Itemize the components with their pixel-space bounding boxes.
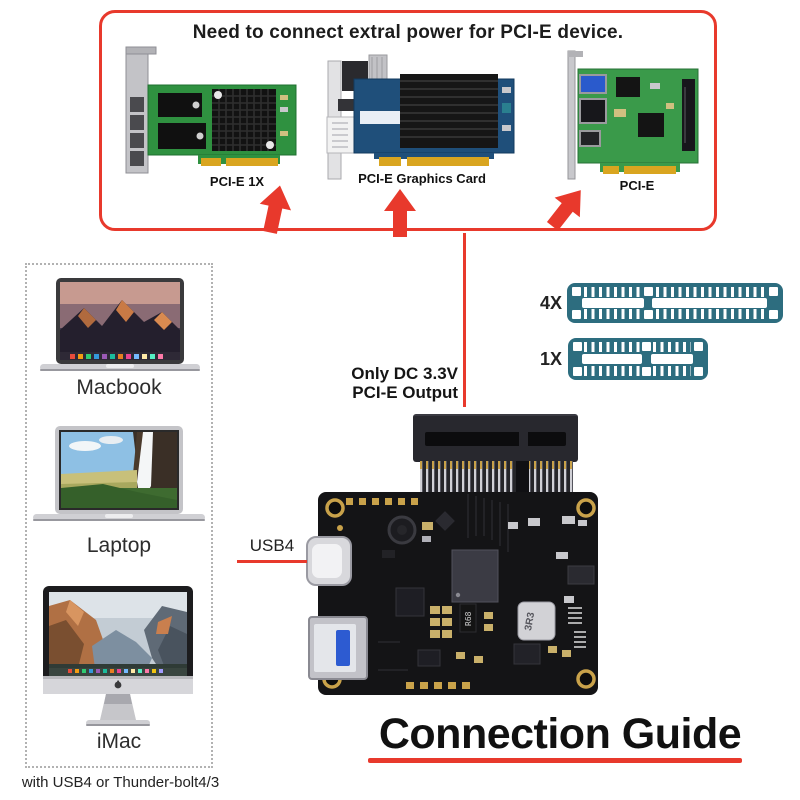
title-underline	[368, 758, 742, 763]
pcie-1x-slot-icon	[568, 338, 708, 380]
dc-output-note: Only DC 3.3V PCI-E Output	[300, 364, 458, 402]
slot-label-4x: 4X	[539, 293, 562, 313]
up-arrow-icon	[384, 189, 416, 237]
pcie-graphics-card-illustration	[326, 54, 515, 180]
card-label: PCI-E	[619, 178, 655, 193]
pcie-connector-line	[463, 233, 466, 407]
pcie-slot-pins-gold	[420, 461, 573, 469]
device-label: Laptop	[86, 534, 152, 557]
laptop-illustration	[33, 426, 205, 521]
pcie-slot-opening	[425, 432, 566, 446]
warning-title: Need to connect extral power for PCI-E d…	[192, 22, 624, 43]
dc-output-note-line1: Only DC 3.3V	[351, 364, 458, 383]
host-devices-box	[25, 263, 213, 768]
up-arrow-icon	[546, 190, 581, 231]
pcie-card-illustration	[567, 50, 699, 180]
pcie-slot-key	[519, 432, 528, 446]
usb4-port-label: USB4	[249, 536, 295, 555]
page-title: Connection Guide	[378, 710, 742, 758]
dc-output-note-line2: PCI-E Output	[352, 383, 458, 402]
apple-logo-icon	[114, 680, 122, 689]
card-label: PCI-E 1X	[209, 174, 265, 189]
macbook-illustration	[40, 278, 200, 371]
resistor-marking: R68	[464, 611, 473, 626]
device-label: Macbook	[76, 376, 162, 399]
usb4-connector-line	[237, 560, 307, 563]
pcie-4x-slot-icon	[567, 283, 783, 323]
imac-illustration	[43, 586, 193, 726]
pcie-1x-card-illustration	[125, 46, 297, 174]
device-label: iMac	[96, 730, 142, 753]
inductor-marking: 3R3	[523, 611, 537, 631]
usb-c-port-opening	[312, 544, 342, 578]
slot-label-1x: 1X	[539, 349, 562, 369]
usb-a-port-tongue	[336, 630, 350, 666]
up-arrow-icon	[259, 185, 292, 234]
hosts-caption: with USB4 or Thunder-bolt4/3	[21, 774, 220, 791]
extra-power-warning-box: Need to connect extral power for PCI-E d…	[99, 10, 717, 237]
card-label: PCI-E Graphics Card	[358, 171, 486, 186]
usb4-adapter-board-components: R68 3R3	[322, 494, 596, 689]
pcie-slot-pins-gap	[516, 461, 529, 492]
